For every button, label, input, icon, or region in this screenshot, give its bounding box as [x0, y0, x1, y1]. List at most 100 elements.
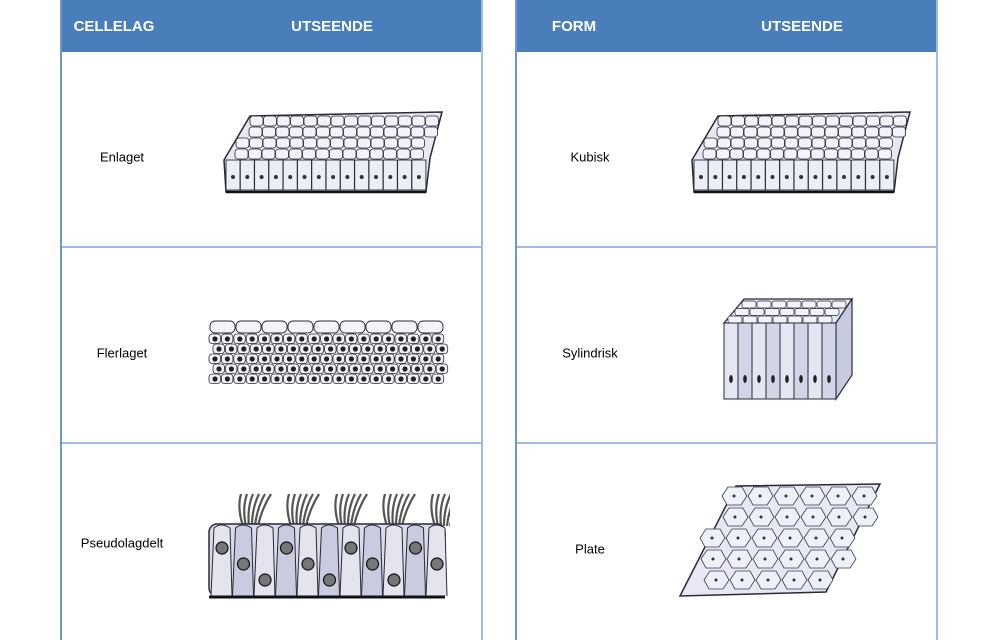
cell-top	[811, 137, 826, 149]
cell-top	[729, 148, 744, 160]
cell-top	[717, 115, 732, 127]
nucleus	[303, 366, 309, 372]
cell-top	[384, 115, 399, 127]
nucleus	[262, 336, 268, 342]
cilium	[400, 493, 416, 527]
nucleus	[228, 366, 234, 372]
nucleus	[762, 536, 766, 540]
cell-top	[288, 148, 303, 160]
nucleus	[290, 366, 296, 372]
cilium	[304, 493, 320, 527]
cuboidal-epithelium-illustration	[691, 111, 911, 194]
nucleus	[299, 336, 305, 342]
nucleus	[770, 175, 775, 179]
nucleus	[212, 376, 218, 382]
cell-top	[235, 137, 250, 149]
table-row: Pseudolagdelt	[62, 444, 481, 640]
nucleus	[785, 375, 789, 383]
nucleus	[870, 175, 875, 179]
cell-top	[717, 137, 731, 149]
column-cell	[807, 322, 823, 400]
cell-top	[771, 115, 786, 127]
nucleus	[224, 356, 230, 362]
cell-top	[384, 137, 398, 149]
cell-top	[851, 126, 866, 138]
nucleus	[336, 336, 342, 342]
nucleus	[836, 494, 840, 498]
cell-top	[838, 137, 853, 149]
cell-top	[785, 115, 799, 127]
cell-top	[730, 137, 745, 149]
nucleus	[331, 175, 336, 179]
cilium	[387, 493, 393, 527]
row-label: Plate	[575, 541, 605, 557]
cell-top	[734, 308, 750, 316]
cell-top	[812, 115, 826, 127]
stratified-epithelium-illustration	[208, 320, 449, 384]
nucleus	[814, 536, 818, 540]
surface-cell	[235, 320, 262, 334]
cell-top	[716, 126, 731, 138]
cell-top	[865, 137, 880, 149]
cell-top	[797, 148, 811, 160]
surface-cell	[391, 320, 418, 334]
column-cell	[723, 322, 739, 400]
nucleus	[714, 578, 718, 582]
cilium	[301, 493, 314, 527]
cell-top	[817, 315, 833, 324]
nucleus	[212, 336, 218, 342]
cell-top	[410, 148, 424, 160]
table-row: Kubisk	[517, 52, 936, 248]
cell-top	[801, 300, 817, 309]
nucleus	[324, 376, 330, 382]
cilium	[238, 493, 245, 527]
nucleus	[237, 356, 243, 362]
cilium	[256, 493, 272, 527]
nucleus	[386, 376, 392, 382]
nucleus	[402, 346, 408, 352]
nucleus	[741, 175, 746, 179]
nucleus	[224, 376, 230, 382]
nucleus	[224, 336, 230, 342]
cell-top	[303, 115, 318, 127]
cell-top	[398, 115, 412, 127]
cell-top	[798, 115, 813, 127]
cell-top	[837, 148, 852, 160]
nucleus	[365, 366, 371, 372]
row-label: Sylindrisk	[562, 345, 618, 361]
cell-top	[329, 126, 344, 138]
surface-cell	[261, 320, 288, 334]
cell-top	[249, 115, 264, 127]
surface-cell	[339, 320, 366, 334]
cell-top	[410, 126, 425, 138]
row-label: Flerlaget	[96, 345, 148, 361]
cilium	[349, 493, 362, 527]
nucleus	[274, 356, 280, 362]
nucleus	[813, 375, 817, 383]
nucleus	[856, 175, 861, 179]
cell-top	[370, 126, 384, 138]
cell-top	[798, 137, 812, 149]
nucleus	[278, 346, 284, 352]
cell-top	[357, 115, 372, 127]
nucleus	[249, 376, 255, 382]
nucleus	[427, 346, 433, 352]
simple-cuboidal-epithelium-illustration	[223, 111, 443, 194]
cell-top	[757, 137, 772, 149]
cilium	[430, 493, 437, 527]
nucleus	[408, 541, 423, 555]
nucleus	[303, 346, 309, 352]
cell-top	[757, 126, 771, 138]
cell-top	[879, 115, 894, 127]
cell-top	[810, 148, 825, 160]
nucleus	[336, 376, 342, 382]
nucleus	[365, 557, 380, 571]
nucleus	[373, 376, 379, 382]
cell-top	[851, 148, 865, 160]
cell-top	[425, 115, 439, 127]
cell-top	[357, 137, 371, 149]
surface-cell	[209, 320, 236, 334]
cilium	[250, 493, 260, 527]
nucleus	[262, 376, 268, 382]
cell-top	[744, 137, 758, 149]
